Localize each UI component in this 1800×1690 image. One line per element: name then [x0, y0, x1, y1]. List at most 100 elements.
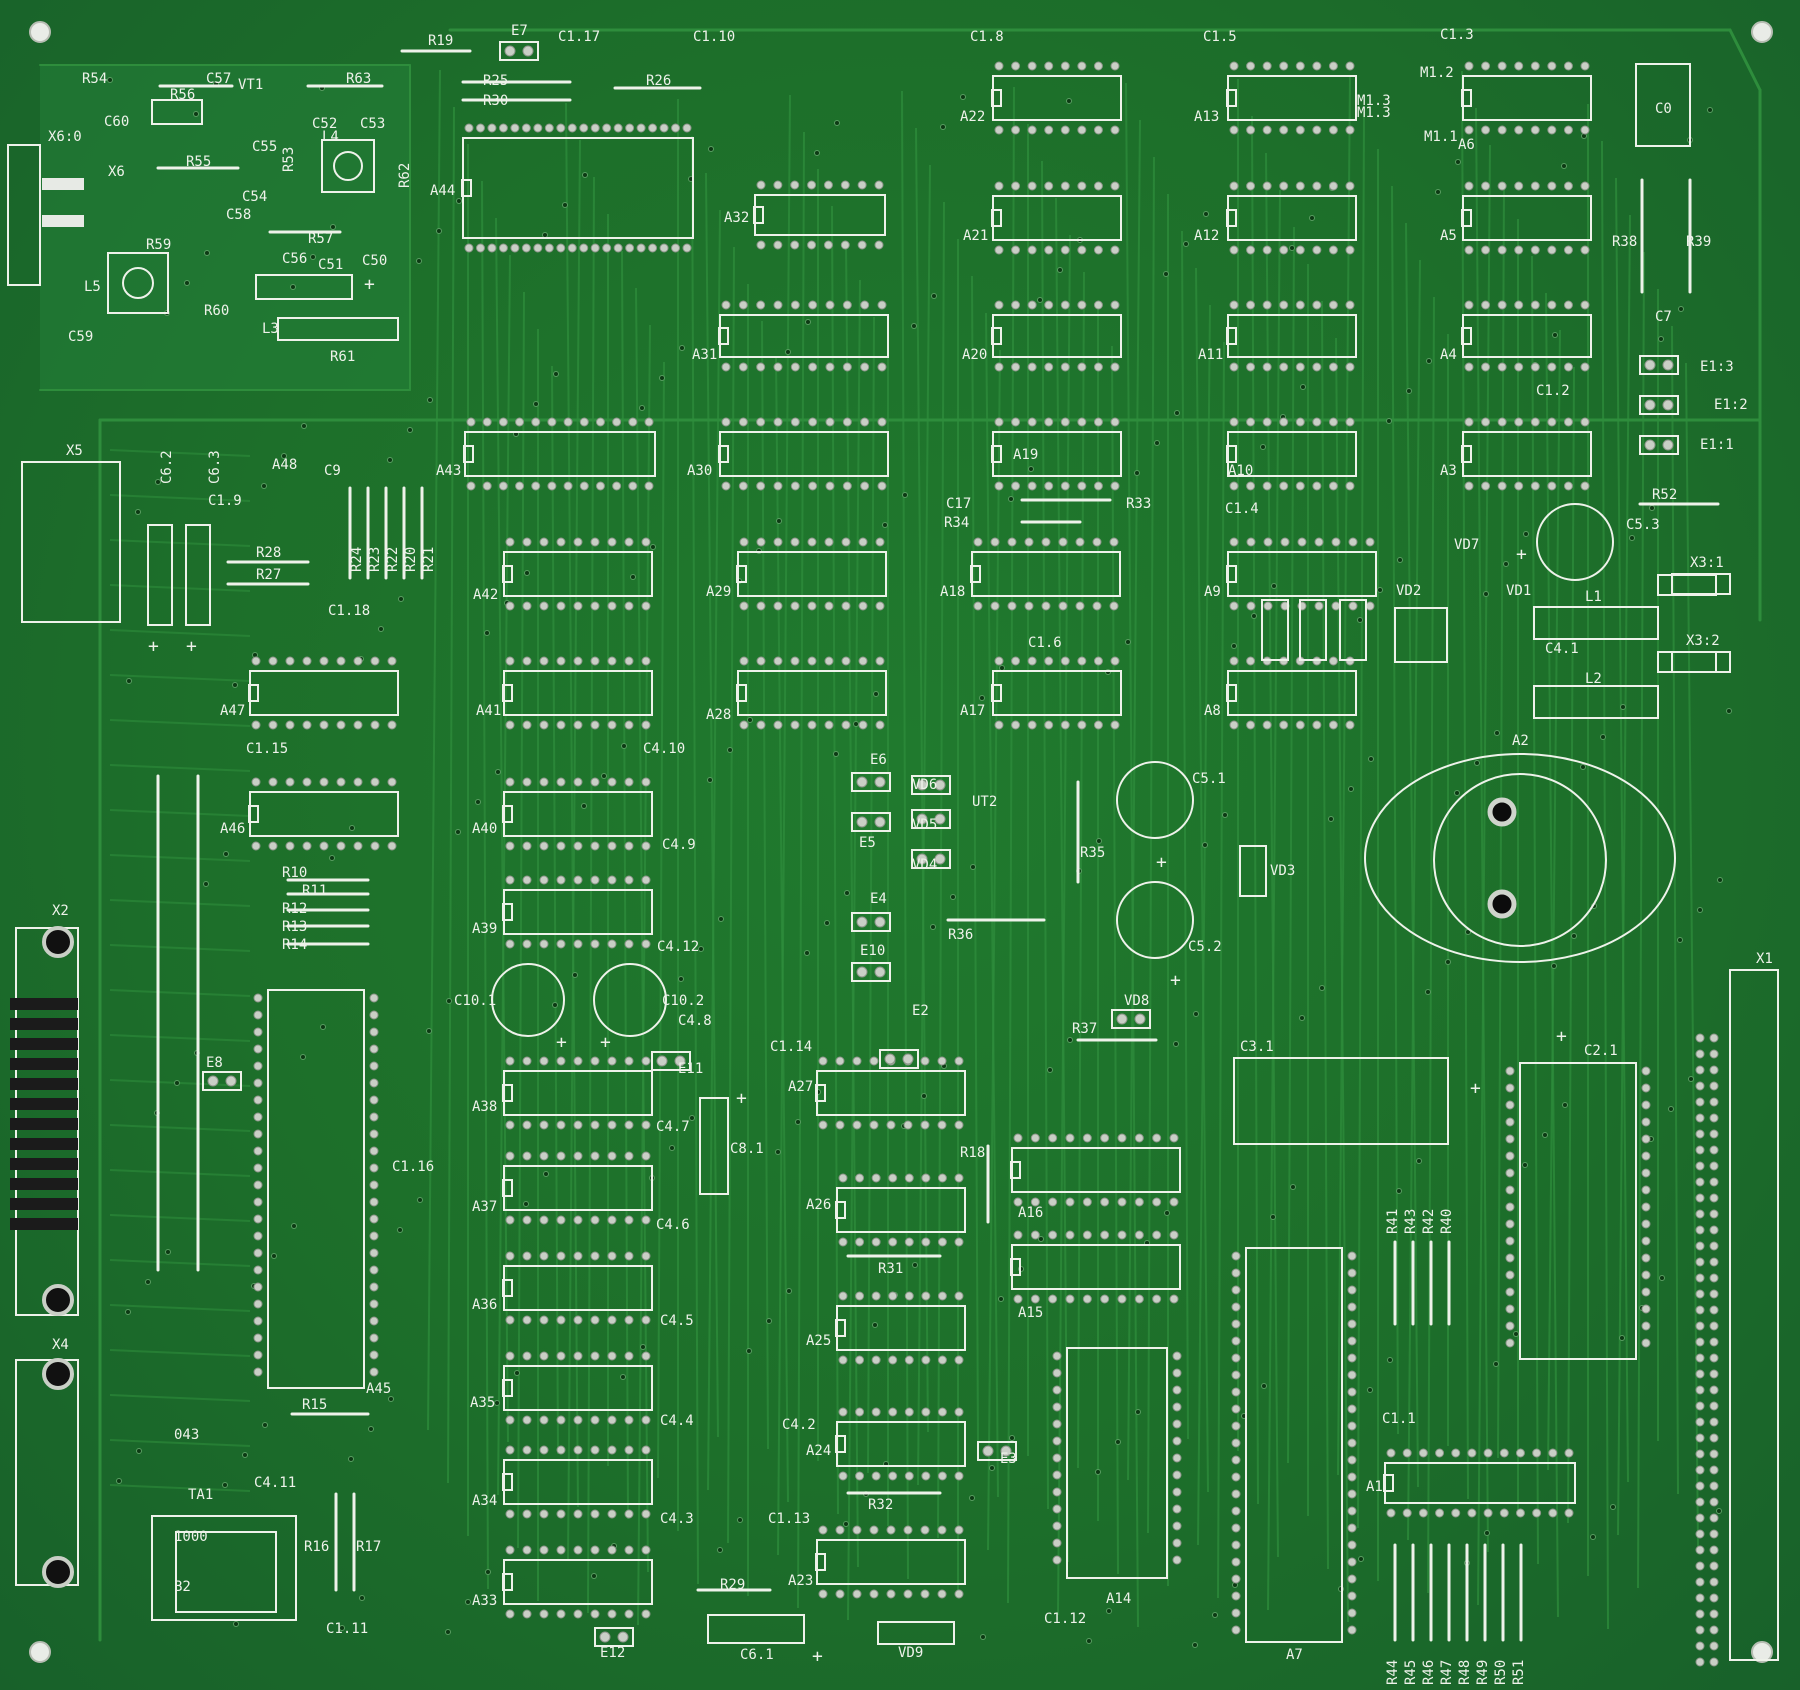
ic-pin-pad — [370, 841, 380, 851]
ic-pin-pad — [1347, 1387, 1357, 1397]
copper-trace — [109, 1034, 251, 1042]
ic-pin-pad — [842, 300, 852, 310]
ic-pin-pad — [1077, 720, 1087, 730]
ic-pin-pad — [659, 243, 669, 253]
ic-pin-pad — [1246, 601, 1256, 611]
ic-pin-pad — [1077, 300, 1087, 310]
ic-pin-pad — [1077, 125, 1087, 135]
via — [669, 1145, 675, 1151]
ic-pin-pad — [721, 362, 731, 372]
ic-notch — [461, 179, 472, 197]
copper-trace — [109, 449, 251, 457]
silkscreen-label: C5.1 — [1192, 771, 1226, 787]
ic-pin-pad — [607, 656, 617, 666]
silkscreen-label: A45 — [366, 1381, 392, 1397]
ic-pin-pad — [920, 1525, 930, 1535]
ic-pin-pad — [522, 1609, 532, 1619]
ic-pin-pad — [1262, 61, 1272, 71]
ic-package — [503, 1559, 653, 1605]
via — [542, 232, 548, 238]
via — [291, 1223, 297, 1229]
ic-pin-pad — [1052, 1538, 1062, 1548]
ic-pin-pad — [1024, 601, 1034, 611]
via — [1474, 760, 1480, 766]
ic-pin-pad — [1547, 362, 1557, 372]
silkscreen-label: R39 — [1686, 234, 1712, 250]
ic-pin-pad — [1514, 125, 1524, 135]
ic-notch — [718, 445, 729, 463]
ic-pin-pad — [636, 123, 646, 133]
copper-trace — [109, 764, 251, 772]
silkscreen-label: VD5 — [912, 817, 938, 833]
ic-pin-pad — [1348, 601, 1358, 611]
silkscreen-label: C1.4 — [1225, 501, 1259, 517]
copper-trace — [567, 139, 581, 1561]
ic-pin-pad — [624, 656, 634, 666]
ic-pin-pad — [522, 656, 532, 666]
via — [1416, 1158, 1422, 1164]
ic-pin-pad — [1231, 1268, 1241, 1278]
silkscreen-label: C7 — [1655, 309, 1672, 325]
ic-notch — [502, 1473, 513, 1491]
ic-pin-pad — [835, 1525, 845, 1535]
via — [902, 492, 908, 498]
silkscreen-label: C50 — [362, 253, 388, 269]
silkscreen-label: C6.3 — [207, 450, 223, 484]
via — [348, 1456, 354, 1462]
copper-trace — [637, 324, 651, 1626]
ic-pin-pad — [1100, 1230, 1110, 1240]
ic-notch — [991, 89, 1002, 107]
silkscreen-label: E6 — [870, 752, 887, 768]
ic-pin-pad — [1093, 300, 1103, 310]
ic-pin-pad — [556, 1545, 566, 1555]
silkscreen-label: C58 — [226, 207, 252, 223]
silkscreen-label: C1.16 — [392, 1159, 435, 1175]
silkscreen-label: 1000 — [174, 1529, 208, 1545]
silkscreen-label: UT2 — [972, 794, 998, 810]
copper-trace — [1287, 226, 1295, 1464]
jumper-pad — [1000, 1445, 1012, 1457]
jumper-pad — [1116, 1013, 1128, 1025]
ic-pin-pad — [1093, 61, 1103, 71]
ic-package — [249, 670, 399, 716]
ic-pin-pad — [682, 123, 692, 133]
ic-pin-pad — [1052, 1402, 1062, 1412]
ic-pin-pad — [1641, 1100, 1651, 1110]
via — [417, 1197, 423, 1203]
via — [135, 509, 141, 515]
ic-pin-pad — [1532, 1448, 1542, 1458]
ic-pin-pad — [268, 841, 278, 851]
silkscreen-label: C4.6 — [656, 1217, 690, 1233]
ic-pin-pad — [871, 1173, 881, 1183]
via — [1590, 1534, 1596, 1540]
via — [591, 1573, 597, 1579]
ic-pin-pad — [994, 481, 1004, 491]
ic-pin-pad — [590, 1315, 600, 1325]
ic-pin-pad — [253, 1112, 263, 1122]
ic-pin-pad — [641, 875, 651, 885]
via — [1309, 215, 1315, 221]
ic-pin-pad — [1262, 481, 1272, 491]
ic-pin-pad — [505, 537, 515, 547]
ic-pin-pad — [1044, 300, 1054, 310]
copper-trace — [109, 1259, 251, 1267]
ic-pin-pad — [1011, 417, 1021, 427]
ic-pin-pad — [1365, 537, 1375, 547]
via — [1173, 1041, 1179, 1047]
ic-notch — [736, 565, 747, 583]
ic-pin-pad — [1231, 1251, 1241, 1261]
silkscreen-label: R55 — [186, 154, 212, 170]
ic-pin-pad — [607, 1509, 617, 1519]
rf-section-area — [40, 65, 410, 390]
silkscreen-label: R54 — [82, 71, 108, 87]
ic-pin-pad — [903, 1589, 913, 1599]
ic-pin-pad — [522, 1056, 532, 1066]
copper-trace — [761, 320, 769, 1450]
ic-pin-pad — [824, 601, 834, 611]
ic-pin-pad — [773, 720, 783, 730]
ic-pin-pad — [1231, 1387, 1241, 1397]
silkscreen-label: C6.1 — [740, 1647, 774, 1663]
ic-pin-pad — [253, 1265, 263, 1275]
ic-pin-pad — [818, 1589, 828, 1599]
ic-pin-pad — [1110, 245, 1120, 255]
